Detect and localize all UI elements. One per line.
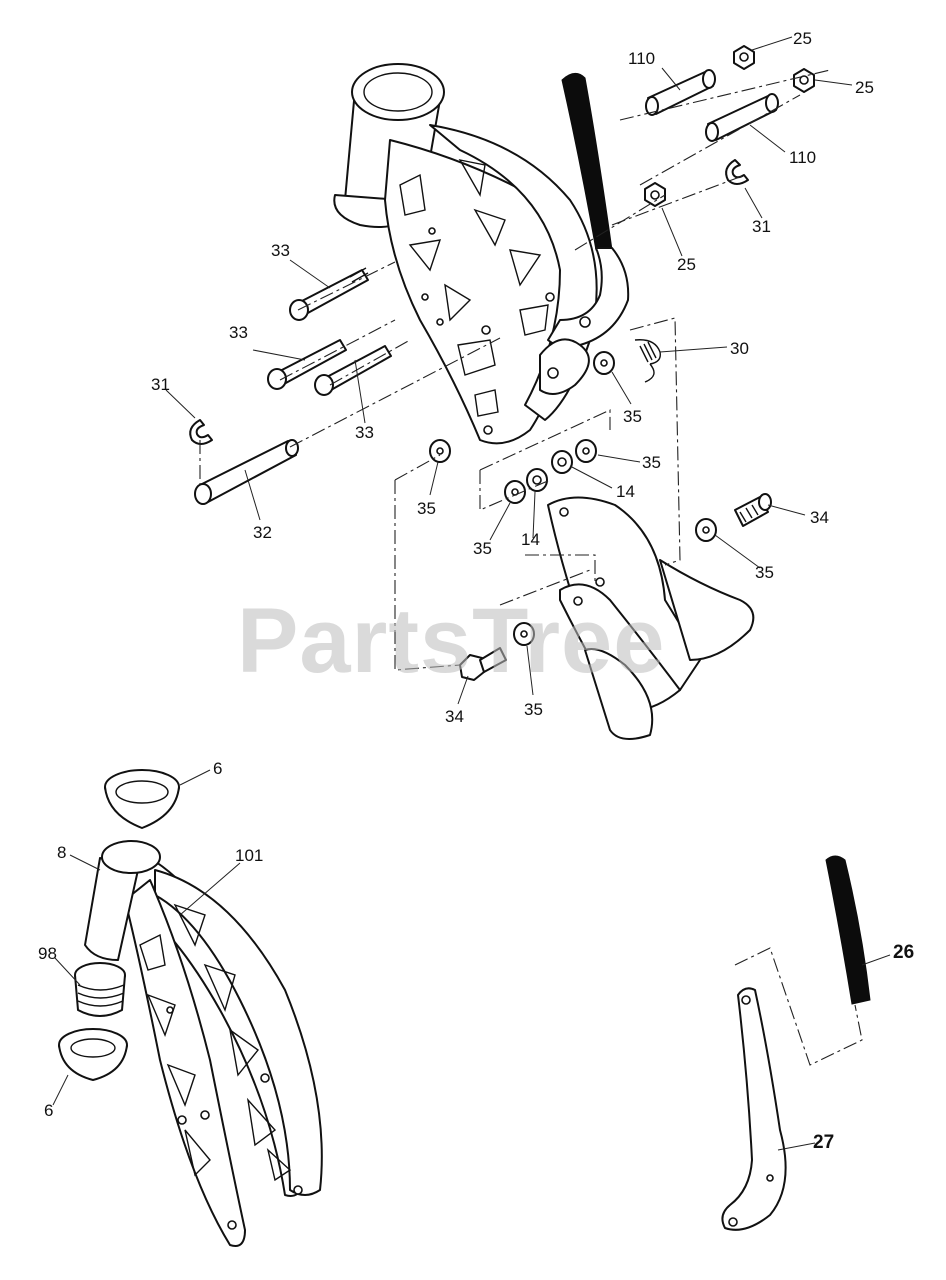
callout-14-a: 14 [616, 482, 635, 501]
callout-101: 101 [235, 846, 263, 865]
pivot-tube-8 [84, 840, 161, 961]
frame-plate-upper [384, 124, 598, 445]
washer-35-f [513, 622, 535, 646]
callout-110-b: 110 [789, 148, 816, 167]
leader-lines [52, 36, 891, 1151]
bolt-33-b [267, 339, 347, 390]
handle-lever-upper [539, 73, 630, 395]
callout-6-top: 6 [213, 759, 222, 778]
callout-31-right: 31 [752, 217, 771, 236]
callout-30: 30 [730, 339, 749, 358]
callout-25-c: 25 [677, 255, 696, 274]
callout-98: 98 [38, 944, 57, 963]
callout-35-b: 35 [642, 453, 661, 472]
callout-31-left: 31 [151, 375, 170, 394]
callout-26: 26 [893, 942, 914, 963]
callout-35-c: 35 [417, 499, 436, 518]
nut-25-a [733, 45, 755, 70]
callout-33-b: 33 [229, 323, 248, 342]
nut-25-c [644, 182, 666, 207]
callout-35-e: 35 [755, 563, 774, 582]
washer-35-e [695, 518, 717, 542]
assembly-line-26-27 [734, 947, 863, 1066]
spring-98 [74, 962, 126, 1017]
callout-25-b: 25 [855, 78, 874, 97]
lower-bracket-assembly [547, 496, 755, 740]
spacer-110-a [645, 69, 716, 116]
grip-26 [825, 855, 871, 1005]
callout-32: 32 [253, 523, 272, 542]
watermark-text: PartsTree [237, 590, 665, 692]
callout-6-bottom: 6 [44, 1101, 53, 1120]
callout-34-b: 34 [445, 707, 464, 726]
callout-35-a: 35 [623, 407, 642, 426]
nut-14-b [526, 468, 548, 492]
callout-33-a: 33 [271, 241, 290, 260]
washer-35-a [593, 351, 615, 375]
callout-35-d: 35 [473, 539, 492, 558]
callout-110-a: 110 [628, 49, 655, 68]
bearing-cup-6-top [104, 769, 180, 829]
assembly-lines [199, 69, 831, 671]
callout-14-b: 14 [521, 530, 540, 549]
e-clip-31-left [189, 419, 213, 445]
washer-35-c [575, 439, 597, 463]
e-clip-31-right [725, 159, 749, 185]
frame-plates-lower [124, 849, 323, 1247]
bolt-34-b [459, 647, 507, 681]
callout-35-f: 35 [524, 700, 543, 719]
callout-34-a: 34 [810, 508, 829, 527]
bolt-34-a [734, 493, 772, 527]
callout-33-c: 33 [355, 423, 374, 442]
spring-30 [634, 339, 661, 383]
pivot-pin-32 [194, 439, 299, 505]
callout-25-a: 25 [793, 29, 812, 48]
nut-25-b [793, 68, 815, 93]
bolt-33-a [289, 267, 369, 321]
nut-14-a [551, 450, 573, 474]
lever-27 [721, 987, 787, 1231]
bearing-cup-6-bottom [58, 1028, 128, 1081]
washer-35-d [504, 480, 526, 504]
callout-8: 8 [57, 843, 66, 862]
washer-35-b [429, 439, 451, 463]
callout-27: 27 [813, 1132, 834, 1153]
spacer-110-b [705, 93, 779, 142]
